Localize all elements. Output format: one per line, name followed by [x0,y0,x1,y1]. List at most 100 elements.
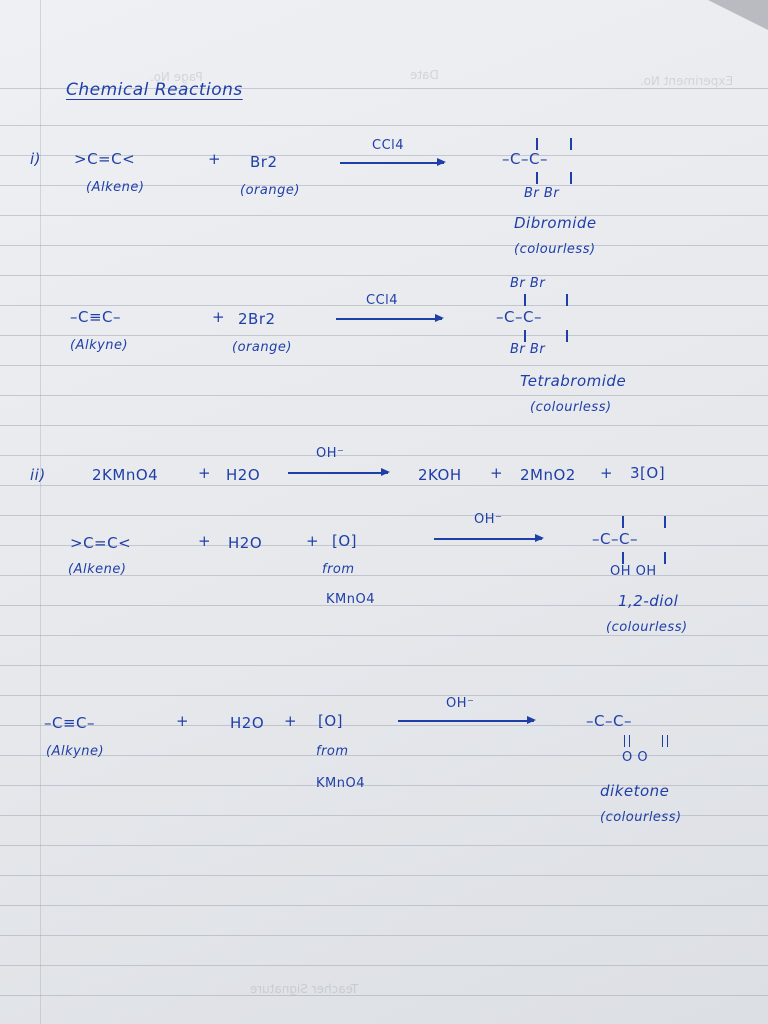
ruled-line [0,545,768,546]
r3-lhs: 2KMnO4 [92,466,159,484]
r1-bond [570,138,572,150]
r1-reactant: >C=C< [74,150,136,168]
r4-from: from [322,562,355,577]
r2-plus: + [212,308,226,326]
ruled-line [0,515,768,516]
r2-bond [566,294,568,306]
r1-bond [536,172,538,184]
r1-reagent-label: (orange) [240,183,300,198]
ruled-line [0,485,768,486]
r5-double-bond [624,735,630,747]
r5-product-name: diketone [600,782,670,800]
bleed-header-experiment: Experiment No. [640,74,734,88]
ruled-line [0,965,768,966]
r4-bond [622,516,624,528]
r5-condition: OH⁻ [446,696,475,711]
r3-water: H2O [226,466,261,484]
r1-plus: + [208,150,222,168]
r5-from: from [316,744,349,759]
ruled-line [0,935,768,936]
ruled-line [0,605,768,606]
r2-reagent-label: (orange) [232,340,292,355]
r4-condition: OH⁻ [474,512,503,527]
bleed-footer-signature: Teacher Signature [250,982,359,996]
r2-product-bonds: –C–C– [496,308,542,326]
r4-oxygen: [O] [332,532,358,550]
r5-arrow [398,717,536,723]
r4-water: H2O [228,534,263,552]
r4-product-bonds: –C–C– [592,530,638,548]
r4-from-reagent: KMnO4 [326,592,375,607]
r1-bond [536,138,538,150]
ruled-line [0,125,768,126]
r2-reactant: –C≡C– [70,308,122,326]
section-marker-1: i) [30,150,42,168]
r1-arrow [340,159,446,165]
r2-bond [524,330,526,342]
ruled-line [0,575,768,576]
r4-bond [622,552,624,564]
ruled-line [0,755,768,756]
r4-plus1: + [198,532,212,550]
r5-product-bonds: –C–C– [586,712,632,730]
ruled-line [0,425,768,426]
ruled-line [0,725,768,726]
ruled-line [0,88,768,89]
r4-bond [664,516,666,528]
ruled-line [0,695,768,696]
r2-product-substituents: Br Br [510,342,546,357]
r2-product-note: (colourless) [530,400,612,415]
r2-bond [566,330,568,342]
ruled-line [0,365,768,366]
r3-product2: 2MnO2 [520,466,576,484]
r2-arrow [336,315,444,321]
ruled-line [0,185,768,186]
ruled-line [0,155,768,156]
ruled-line [0,995,768,996]
ruled-line [0,455,768,456]
bleed-header-date: Date [410,68,439,82]
ruled-line [0,905,768,906]
ruled-line [0,815,768,816]
ruled-line [0,335,768,336]
r1-reagent: Br2 [250,153,278,171]
r3-condition: OH⁻ [316,446,345,461]
margin-line [40,0,41,1024]
r1-product-bonds: –C–C– [502,150,548,168]
r4-plus2: + [306,532,320,550]
r5-product-substituents: O O [622,750,649,765]
r5-oxygen: [O] [318,712,344,730]
r1-condition: CCl4 [372,138,405,153]
r4-bond [664,552,666,564]
r2-reagent: 2Br2 [238,310,276,328]
r5-double-bond [662,735,668,747]
r5-plus1: + [176,712,190,730]
ruled-line [0,635,768,636]
r3-plus1: + [198,464,212,482]
page-corner-fold [708,0,768,30]
r1-product-substituents: Br Br [524,186,560,201]
r4-reactant-label: (Alkene) [68,562,127,577]
ruled-line [0,395,768,396]
r4-reactant: >C=C< [70,534,132,552]
ruled-line [0,785,768,786]
r2-product-top: Br Br [510,276,546,291]
r5-water: H2O [230,714,265,732]
r1-bond [570,172,572,184]
r2-product-name: Tetrabromide [520,372,627,390]
r2-bond [524,294,526,306]
r5-product-note: (colourless) [600,810,682,825]
ruled-line [0,665,768,666]
r5-reactant-label: (Alkyne) [46,744,105,759]
r5-plus2: + [284,712,298,730]
r5-from-reagent: KMnO4 [316,776,365,791]
r2-condition: CCl4 [366,293,399,308]
page-title: Chemical Reactions [66,80,243,100]
r4-product-name: 1,2-diol [618,592,679,610]
r3-product3: 3[O] [630,464,666,482]
section-marker-2: ii) [30,466,46,484]
r1-product-name: Dibromide [514,214,597,232]
ruled-line [0,215,768,216]
r3-plus3: + [600,464,614,482]
